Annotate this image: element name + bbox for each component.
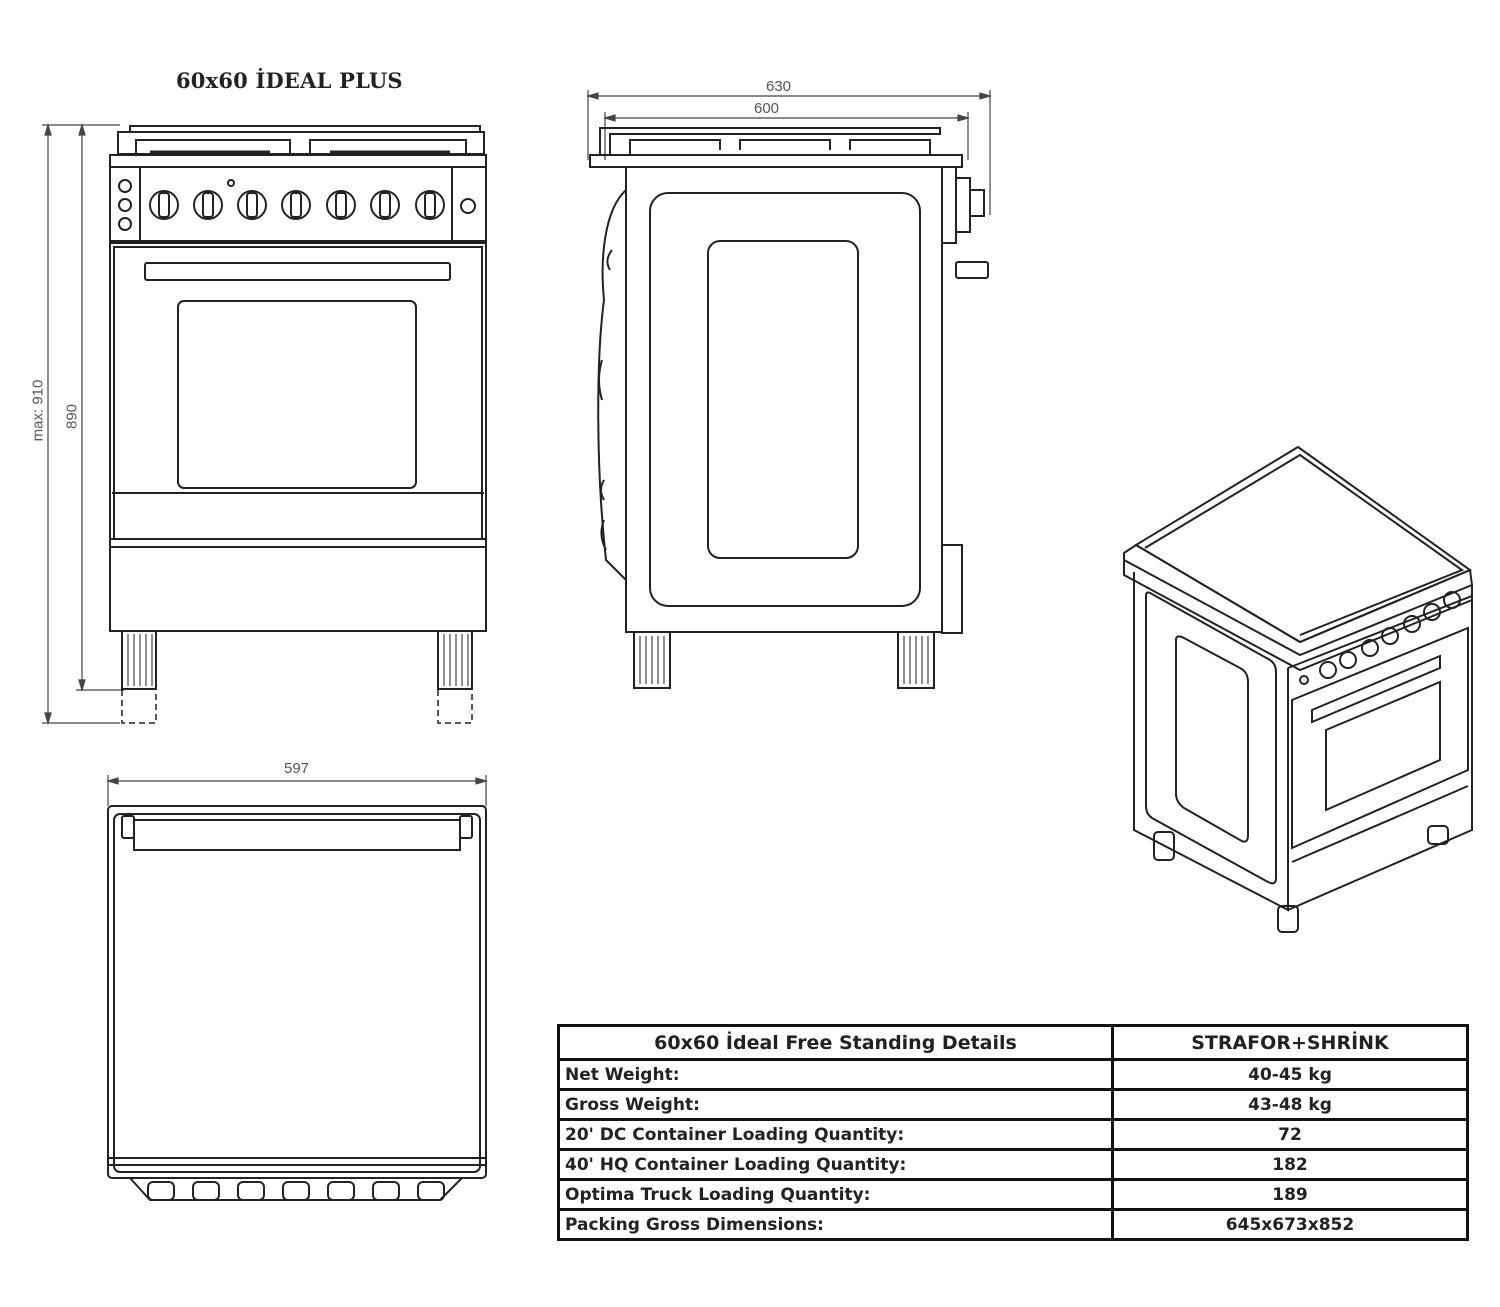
row-value: 40-45 kg: [1111, 1058, 1469, 1091]
depth-body-label: 600: [754, 100, 780, 117]
row-value: 43-48 kg: [1111, 1088, 1469, 1121]
top-view-knobs: [147, 1181, 445, 1201]
top-view: [105, 775, 489, 1201]
row-value: 645x673x852: [1111, 1208, 1469, 1241]
front-view: [42, 122, 487, 726]
details-header-value: STRAFOR+SHRİNK: [1111, 1024, 1469, 1061]
isometric-view: [1123, 445, 1474, 933]
front-knobs: [149, 190, 445, 220]
row-label: Gross Weight:: [557, 1088, 1114, 1121]
table-row: 20' DC Container Loading Quantity: 72: [557, 1118, 1469, 1151]
table-row: Optima Truck Loading Quantity: 189: [557, 1178, 1469, 1211]
row-label: 40' HQ Container Loading Quantity:: [557, 1148, 1114, 1181]
row-label: 20' DC Container Loading Quantity:: [557, 1118, 1114, 1151]
row-label: Net Weight:: [557, 1058, 1114, 1091]
table-row: 40' HQ Container Loading Quantity: 182: [557, 1148, 1469, 1181]
details-header-label: 60x60 İdeal Free Standing Details: [557, 1024, 1114, 1061]
details-header-row: 60x60 İdeal Free Standing Details STRAFO…: [557, 1024, 1469, 1061]
row-value: 189: [1111, 1178, 1469, 1211]
side-view: [585, 90, 993, 689]
table-row: Packing Gross Dimensions: 645x673x852: [557, 1208, 1469, 1241]
row-label: Optima Truck Loading Quantity:: [557, 1178, 1114, 1211]
table-row: Net Weight: 40-45 kg: [557, 1058, 1469, 1091]
row-value: 182: [1111, 1148, 1469, 1181]
table-row: Gross Weight: 43-48 kg: [557, 1088, 1469, 1121]
details-table: 60x60 İdeal Free Standing Details STRAFO…: [557, 1024, 1469, 1241]
depth-total-label: 630: [766, 78, 792, 95]
width-label: 597: [284, 760, 310, 777]
drawing-title: 60x60 İDEAL PLUS: [176, 68, 403, 93]
row-value: 72: [1111, 1118, 1469, 1151]
row-label: Packing Gross Dimensions:: [557, 1208, 1114, 1241]
